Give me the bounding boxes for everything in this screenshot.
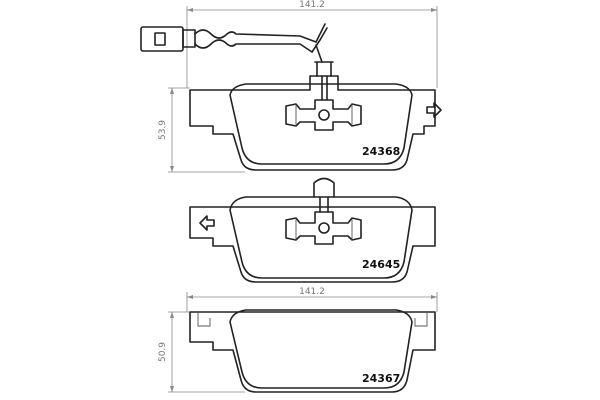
sensor-connector-pin	[154, 32, 166, 46]
pad-backing-plate	[189, 206, 436, 283]
sensor-clip-hole	[318, 109, 330, 121]
sensor-connector	[140, 26, 184, 52]
sensor-wire-lower	[194, 39, 313, 53]
bottom-width-value: 141.2	[299, 287, 325, 297]
top-height-value: 53.9	[158, 120, 168, 140]
brake-pad-24367: 24367	[189, 309, 436, 393]
pad-label: 24367	[362, 372, 400, 385]
top-width-dimension: 141.2	[186, 0, 438, 88]
sensor-connector-collar	[182, 29, 196, 48]
pad-backing-plate	[189, 311, 436, 393]
pad-tab-left	[197, 312, 211, 327]
top-height-dimension: 53.9	[158, 87, 245, 173]
pad-label: 24368	[362, 145, 400, 158]
pad-clip	[285, 211, 362, 245]
pad-clip-hole	[318, 222, 330, 234]
pad-clip-stem	[319, 196, 329, 213]
pad-friction-material	[229, 309, 413, 389]
pad-friction-material	[229, 83, 413, 165]
top-width-value: 141.2	[299, 0, 325, 10]
sensor-wire-lead	[315, 44, 323, 63]
wear-sensor	[140, 23, 328, 63]
bottom-width-dimension: 141.2	[186, 287, 438, 312]
pad-label: 24645	[362, 258, 400, 271]
pad-top-pin	[313, 177, 335, 198]
sensor-clip-ribs	[295, 104, 353, 126]
brake-pad-24368: 24368	[189, 61, 442, 171]
bottom-height-dimension: 50.9	[158, 311, 245, 393]
brake-pad-24645: 24645	[189, 177, 436, 283]
arrow-left-icon	[199, 215, 215, 231]
sensor-wire-bend	[311, 23, 328, 53]
pad-tab-right	[414, 312, 428, 327]
arrow-right-icon	[426, 102, 442, 118]
sensor-clip	[285, 99, 362, 131]
pad-friction-material	[229, 196, 413, 279]
sensor-wire-upper	[194, 29, 317, 43]
bottom-height-value: 50.9	[158, 342, 168, 362]
sensor-clip-stem	[314, 61, 334, 101]
pad-backing-plate	[189, 75, 436, 171]
pad-clip-ribs	[295, 218, 353, 240]
